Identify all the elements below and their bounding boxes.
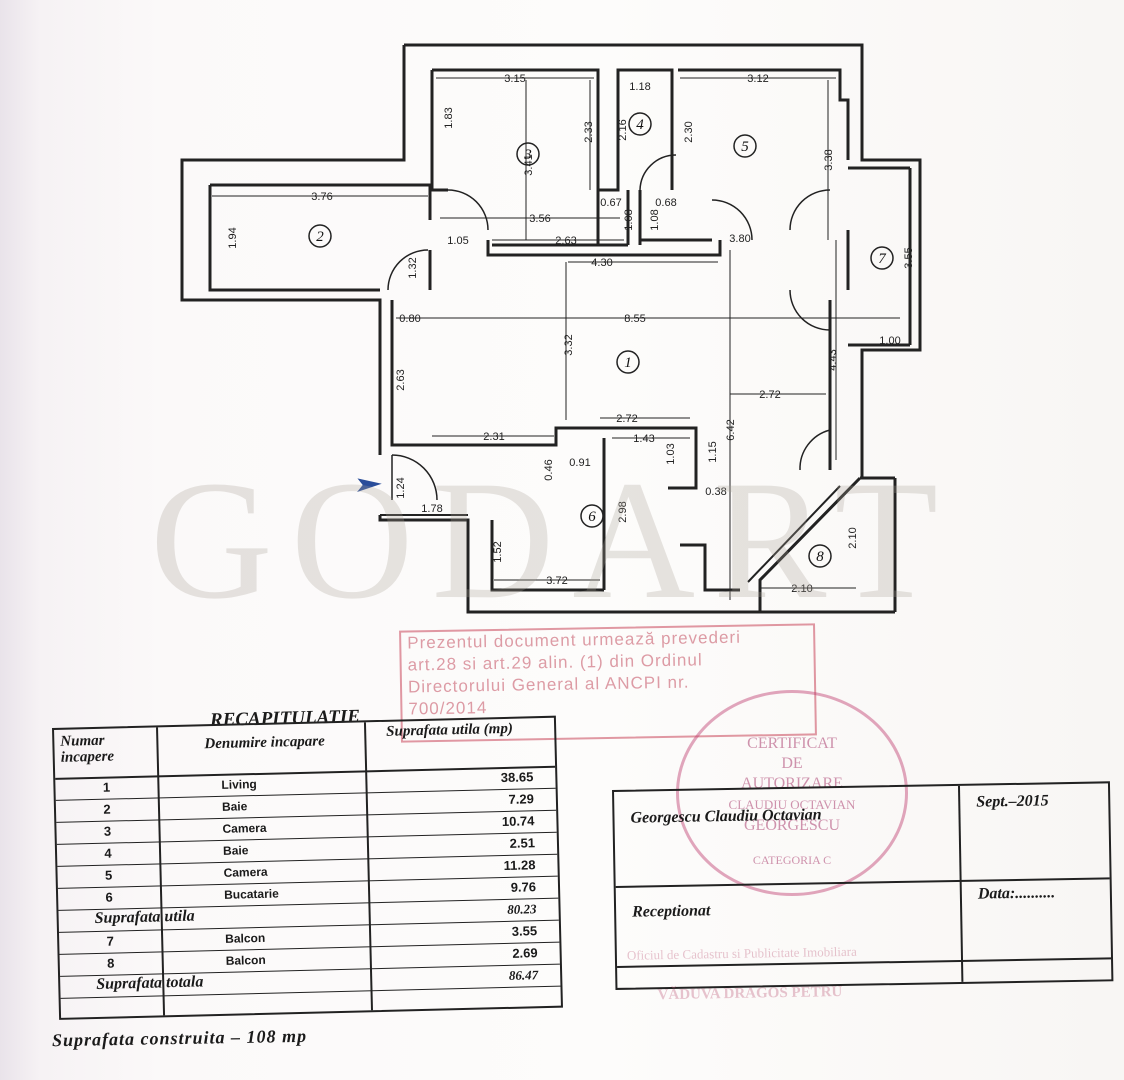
entrance-arrow-icon	[357, 478, 382, 493]
room-num: 3	[103, 823, 112, 839]
dimension-label: 1.78	[421, 503, 442, 515]
dimension-label: 2.98	[617, 501, 629, 522]
dimension-label: 4.43	[827, 349, 839, 370]
door-swings	[387, 154, 831, 501]
room-marker	[516, 142, 540, 166]
office-line: Oficiul de Cadastru si Publicitate Imobi…	[626, 943, 857, 963]
room-number: 3	[523, 147, 532, 163]
room-marker	[870, 246, 894, 270]
dimension-label: 1.43	[633, 433, 654, 445]
authorization-seal: CERTIFICAT DE AUTORIZARE CLAUDIU OCTAVIA…	[676, 690, 908, 896]
dimension-label: 1.18	[629, 81, 650, 93]
dimension-label: 3.56	[529, 213, 550, 225]
dimension-label: 3.76	[311, 191, 332, 203]
dimension-label: 2.16	[617, 119, 629, 140]
room-marker	[580, 504, 604, 528]
sum-label: Suprafata utila	[94, 907, 195, 928]
room-marker	[733, 134, 757, 158]
dimension-label: 0.46	[543, 459, 555, 480]
room-num: 5	[104, 867, 113, 883]
built-area: Suprafata construita – 108 mp	[51, 1025, 308, 1051]
watermark: GODART	[150, 446, 957, 634]
dimension-label: 1.05	[447, 235, 468, 247]
seal-line: CATEGORIA C	[752, 853, 832, 867]
room-number: 5	[741, 139, 749, 155]
sum-label: Suprafata totala	[96, 973, 204, 993]
dimension-label: 1.08	[649, 209, 661, 230]
dimension-label: 0.38	[705, 486, 726, 498]
dimension-label: 6.42	[725, 419, 737, 440]
data-label: Data:..........	[977, 884, 1056, 903]
dimension-label: 0.68	[655, 197, 676, 209]
dimension-label: 1.08	[623, 209, 635, 230]
room-marker	[628, 112, 652, 136]
dimension-label: 2.63	[555, 235, 576, 247]
recap-table: Numar incapere Denumire incapare Suprafa…	[52, 715, 563, 1020]
seal-line: DE	[781, 755, 803, 772]
header-num: Numar incapere	[60, 732, 115, 766]
dimension-label: 3.72	[546, 575, 567, 587]
dimension-label: 0.91	[569, 457, 590, 469]
dimension-lines	[212, 77, 900, 600]
room-number: 2	[316, 229, 324, 245]
dimension-label: 2.72	[759, 389, 780, 401]
dimension-label: 2.30	[683, 121, 695, 142]
seal-line: CERTIFICAT	[747, 735, 837, 752]
room-num: 8	[106, 955, 115, 971]
seal-line: GEORGESCU	[743, 817, 840, 834]
dimension-label: 2.10	[847, 527, 859, 548]
dimension-label: 1.24	[395, 477, 407, 498]
dimension-label: 4.30	[591, 257, 612, 269]
room-marker	[308, 224, 332, 248]
dimension-label: 0.80	[399, 313, 420, 325]
header-area: Suprafata utila (mp)	[385, 720, 514, 740]
dimension-label: 0.67	[600, 197, 621, 209]
dimension-label: 1.00	[879, 335, 900, 347]
room-number: 7	[878, 251, 887, 267]
dimension-label: 3.32	[563, 334, 575, 355]
received-label: Receptionat	[631, 902, 711, 921]
room-marker	[808, 544, 832, 568]
dimension-label: 2.72	[616, 413, 637, 425]
seal-line: AUTORIZARE	[741, 775, 843, 792]
dimension-label: 1.83	[443, 107, 455, 128]
dimension-label: 2.63	[395, 369, 407, 390]
dimension-label: 1.32	[407, 257, 419, 278]
dimension-label: 1.03	[665, 443, 677, 464]
header-name: Denumire incapare	[204, 733, 326, 753]
room-num: 4	[104, 845, 112, 861]
dimension-label: 1.52	[492, 541, 504, 562]
sign-date: Sept.–2015	[976, 792, 1049, 811]
walls	[180, 43, 922, 614]
dimension-label: 3.55	[903, 247, 915, 268]
sum-value: 86.47	[508, 967, 539, 983]
author-name: Georgescu Claudiu Octavian	[630, 806, 822, 827]
room-labels: 1 2 3 4 5 6 7 8	[308, 112, 894, 568]
dimension-label: 8.55	[624, 313, 645, 325]
sign-divider	[957, 785, 964, 982]
dimension-label: 3.12	[747, 73, 768, 85]
room-number: 8	[816, 549, 824, 565]
dimension-label: 1.94	[227, 227, 239, 248]
room-num: 2	[103, 801, 111, 817]
dimension-label: 2.31	[483, 431, 504, 443]
seal-line: CLAUDIU OCTAVIAN	[728, 797, 856, 812]
dimension-label: 3.15	[504, 73, 525, 85]
room-number: 1	[624, 355, 632, 371]
room-num: 1	[102, 779, 111, 795]
room-number: 4	[636, 117, 644, 133]
dimension-label: 2.10	[791, 583, 812, 595]
room-num: 7	[106, 933, 115, 949]
room-marker	[616, 350, 640, 374]
room-num: 6	[105, 889, 113, 905]
dimension-label: 3.38	[823, 149, 835, 170]
dimension-label: 3.80	[729, 233, 750, 245]
dimension-label: 1.15	[707, 441, 719, 462]
signature-block: Georgescu Claudiu Octavian Sept.–2015 Re…	[612, 781, 1114, 1003]
room-number: 6	[588, 509, 596, 525]
dimension-label: 2.33	[583, 121, 595, 142]
office-name: VĂDUVA DRAGOS PETRU	[657, 984, 843, 1004]
